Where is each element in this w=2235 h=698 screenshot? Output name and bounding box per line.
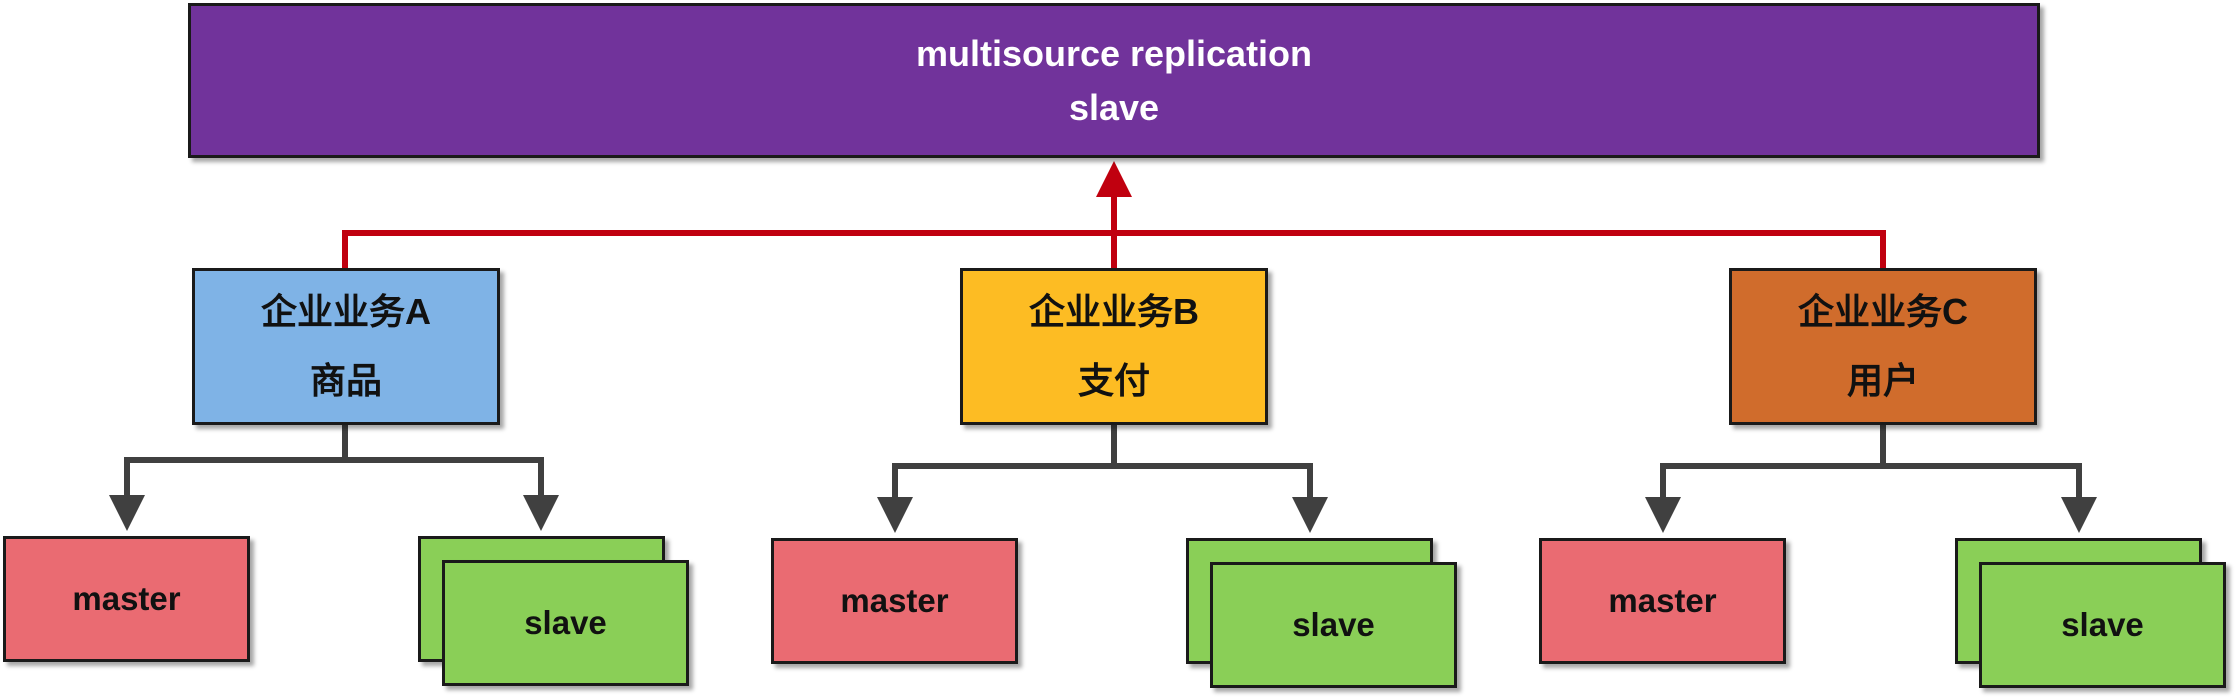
multisource-slave-node: multisource replication slave	[188, 3, 2040, 158]
business-a-slave: slave	[442, 560, 689, 686]
multisource-subtitle: slave	[1068, 86, 1160, 128]
business-a-master: master	[3, 536, 250, 662]
business-b-name: 企业业务B	[1029, 291, 1199, 333]
business-a-node: 企业业务A 商品	[192, 268, 500, 425]
business-a-master-label: master	[72, 580, 181, 618]
business-c-master: master	[1539, 538, 1786, 664]
business-b-slave-label: slave	[1292, 606, 1375, 644]
business-b-master: master	[771, 538, 1018, 664]
business-b-master-label: master	[840, 582, 949, 620]
branch-c-bus	[1660, 425, 2082, 512]
business-b-node: 企业业务B 支付	[960, 268, 1268, 425]
business-c-slave: slave	[1979, 562, 2226, 688]
business-c-desc: 用户	[1846, 359, 1919, 401]
business-c-node: 企业业务C 用户	[1729, 268, 2037, 425]
business-c-master-label: master	[1608, 582, 1717, 620]
business-a-slave-label: slave	[524, 604, 607, 642]
business-c-slave-label: slave	[2061, 606, 2144, 644]
multisource-title: multisource replication	[915, 32, 1313, 74]
business-b-slave: slave	[1210, 562, 1457, 688]
business-a-name: 企业业务A	[261, 291, 431, 333]
branch-a-bus	[124, 425, 544, 510]
business-a-desc: 商品	[309, 359, 382, 401]
branch-b-bus	[892, 425, 1313, 512]
business-c-name: 企业业务C	[1798, 291, 1968, 333]
business-b-desc: 支付	[1077, 359, 1150, 401]
